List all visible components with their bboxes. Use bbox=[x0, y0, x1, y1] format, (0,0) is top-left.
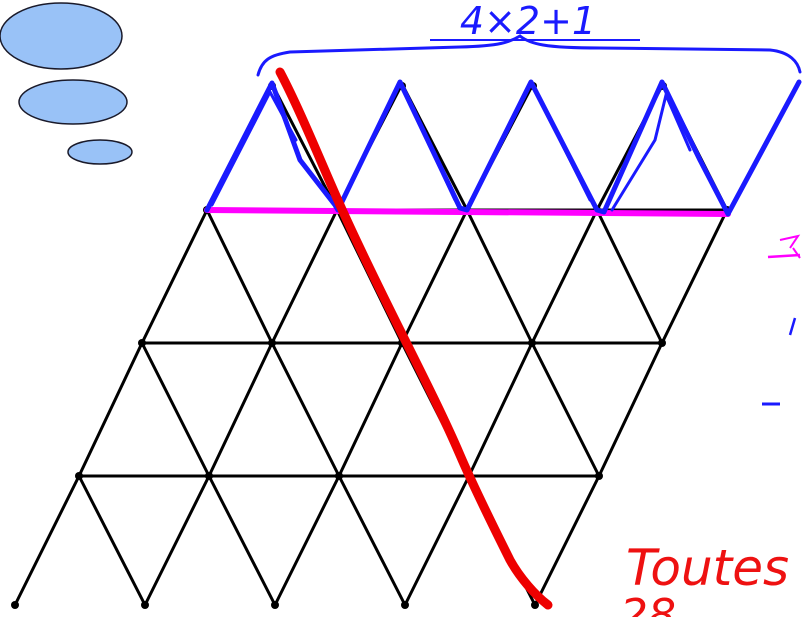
top-row-blue-outline bbox=[204, 79, 802, 217]
lattice-diagonal-right bbox=[270, 341, 341, 478]
right-edge-pink-dash bbox=[767, 253, 801, 259]
lattice-diagonal-right bbox=[207, 474, 277, 607]
lattice-node bbox=[595, 472, 603, 480]
top-triangle-right-edge bbox=[270, 82, 339, 212]
lattice-diagonal-right bbox=[77, 474, 147, 607]
lattice-node bbox=[335, 472, 343, 480]
lattice-diagonal-left bbox=[13, 474, 81, 607]
lattice-diagonal-left bbox=[143, 474, 211, 607]
lattice-node bbox=[75, 472, 83, 480]
lattice-node bbox=[401, 601, 409, 609]
lattice-diagonal-left bbox=[530, 208, 599, 345]
lattice-diagonal-right bbox=[530, 341, 601, 478]
formula-label: 4×2+1 bbox=[460, 0, 596, 43]
lattice-diagonal-left bbox=[337, 341, 404, 478]
thought-bubble-small bbox=[67, 139, 133, 165]
lattice-diagonal-left bbox=[270, 208, 339, 345]
top-brace bbox=[256, 34, 802, 77]
lattice-diagonal-left bbox=[140, 208, 209, 345]
lattice-diagonal-right bbox=[595, 208, 664, 345]
lattice-diagonal-left bbox=[207, 341, 274, 478]
lattice-diagonal-left bbox=[467, 341, 534, 478]
top-row-blue-outline-second-stroke bbox=[210, 88, 692, 212]
lattice-diagonal-left bbox=[597, 341, 664, 478]
lattice-diagonal-right bbox=[465, 208, 534, 345]
lattice-node bbox=[11, 601, 19, 609]
lattice-node bbox=[528, 339, 536, 347]
lattice-node bbox=[658, 339, 666, 347]
lattice-diagonal-left bbox=[400, 208, 469, 345]
red-diagonal-line bbox=[275, 67, 553, 610]
right-edge-blue-tick bbox=[788, 317, 797, 336]
lattice-diagonal-right bbox=[205, 208, 274, 345]
red-note-line2: 28 ... bbox=[620, 590, 732, 617]
lattice-diagonal-left bbox=[533, 474, 601, 607]
lattice-node bbox=[205, 472, 213, 480]
lattice-node bbox=[138, 339, 146, 347]
thought-bubbles bbox=[0, 2, 133, 165]
lattice-diagonal-left bbox=[273, 474, 341, 607]
thought-bubble-large bbox=[0, 2, 123, 70]
lattice-diagonal-left bbox=[660, 208, 729, 345]
lattice-node bbox=[531, 601, 539, 609]
lattice-node bbox=[271, 601, 279, 609]
lattice-diagonal-right bbox=[337, 474, 407, 607]
lattice-diagonal-left bbox=[77, 341, 144, 478]
thought-bubble-medium bbox=[18, 79, 128, 125]
lattice-node bbox=[141, 601, 149, 609]
right-edge-pink-mark bbox=[779, 234, 801, 259]
lattice-diagonal-left bbox=[403, 474, 471, 607]
lattice-node bbox=[268, 339, 276, 347]
red-note-line1: Toutes bbox=[626, 539, 789, 597]
lattice-diagonal-right bbox=[140, 341, 211, 478]
